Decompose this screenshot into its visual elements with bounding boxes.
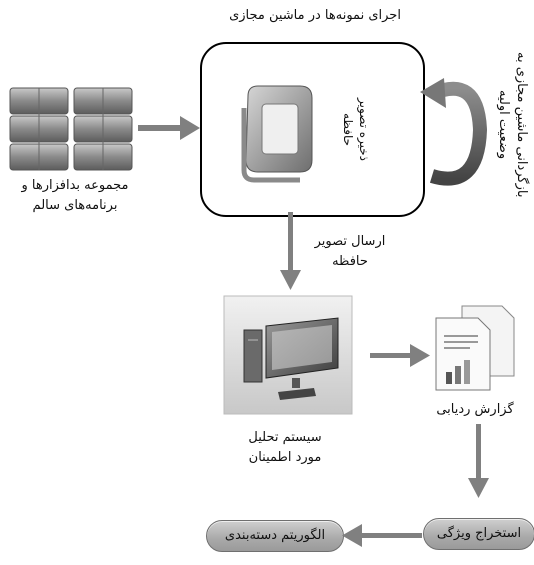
- dataset-label-line1: مجموعه بدافزارها و: [21, 178, 129, 193]
- feature-extraction-node: استخراج ویژگی: [423, 518, 534, 550]
- computer-icon: [223, 295, 353, 415]
- report-label: گزارش ردیابی: [436, 402, 514, 417]
- send-label-line2: حافظه: [332, 254, 368, 269]
- revert-label-line1: بازگردانی ماشین مجازی به: [514, 52, 529, 198]
- send-label-line1: ارسال تصویر: [314, 234, 386, 249]
- snapshot-label: ذخیره تصویر حافظه: [338, 80, 372, 180]
- report-icon: [435, 305, 515, 391]
- send-label: ارسال تصویر حافظه: [300, 232, 400, 272]
- revert-arrow-icon: [420, 78, 488, 186]
- dataset-label: مجموعه بدافزارها و برنامه‌های سالم: [0, 176, 150, 216]
- analysis-label-line2: مورد اطمینان: [248, 450, 322, 465]
- classifier-node: الگوریتم دسته‌بندی: [206, 520, 344, 552]
- revert-label-line2: وضعیت اولیه: [496, 90, 511, 160]
- snapshot-label-line2: حافظه: [341, 113, 355, 147]
- arrow-dataset-to-vm: [138, 116, 200, 140]
- dataset-label-line2: برنامه‌های سالم: [32, 198, 118, 213]
- vm-title: اجرای نمونه‌ها در ماشین مجازی: [229, 8, 401, 23]
- arrow-vm-to-analysis: [280, 212, 301, 290]
- arrow-report-to-feature: [468, 424, 489, 498]
- database-icon: [9, 87, 133, 171]
- arrow-analysis-to-report: [370, 344, 430, 367]
- snapshot-label-line1: ذخیره تصویر: [357, 98, 371, 162]
- analysis-label-line1: سیستم تحلیل: [248, 430, 322, 445]
- vm-software-icon: [241, 85, 313, 183]
- revert-label: بازگردانی ماشین مجازی به وضعیت اولیه: [488, 30, 530, 220]
- analysis-label: سیستم تحلیل مورد اطمینان: [215, 428, 355, 468]
- arrow-feature-to-classifier: [342, 524, 422, 547]
